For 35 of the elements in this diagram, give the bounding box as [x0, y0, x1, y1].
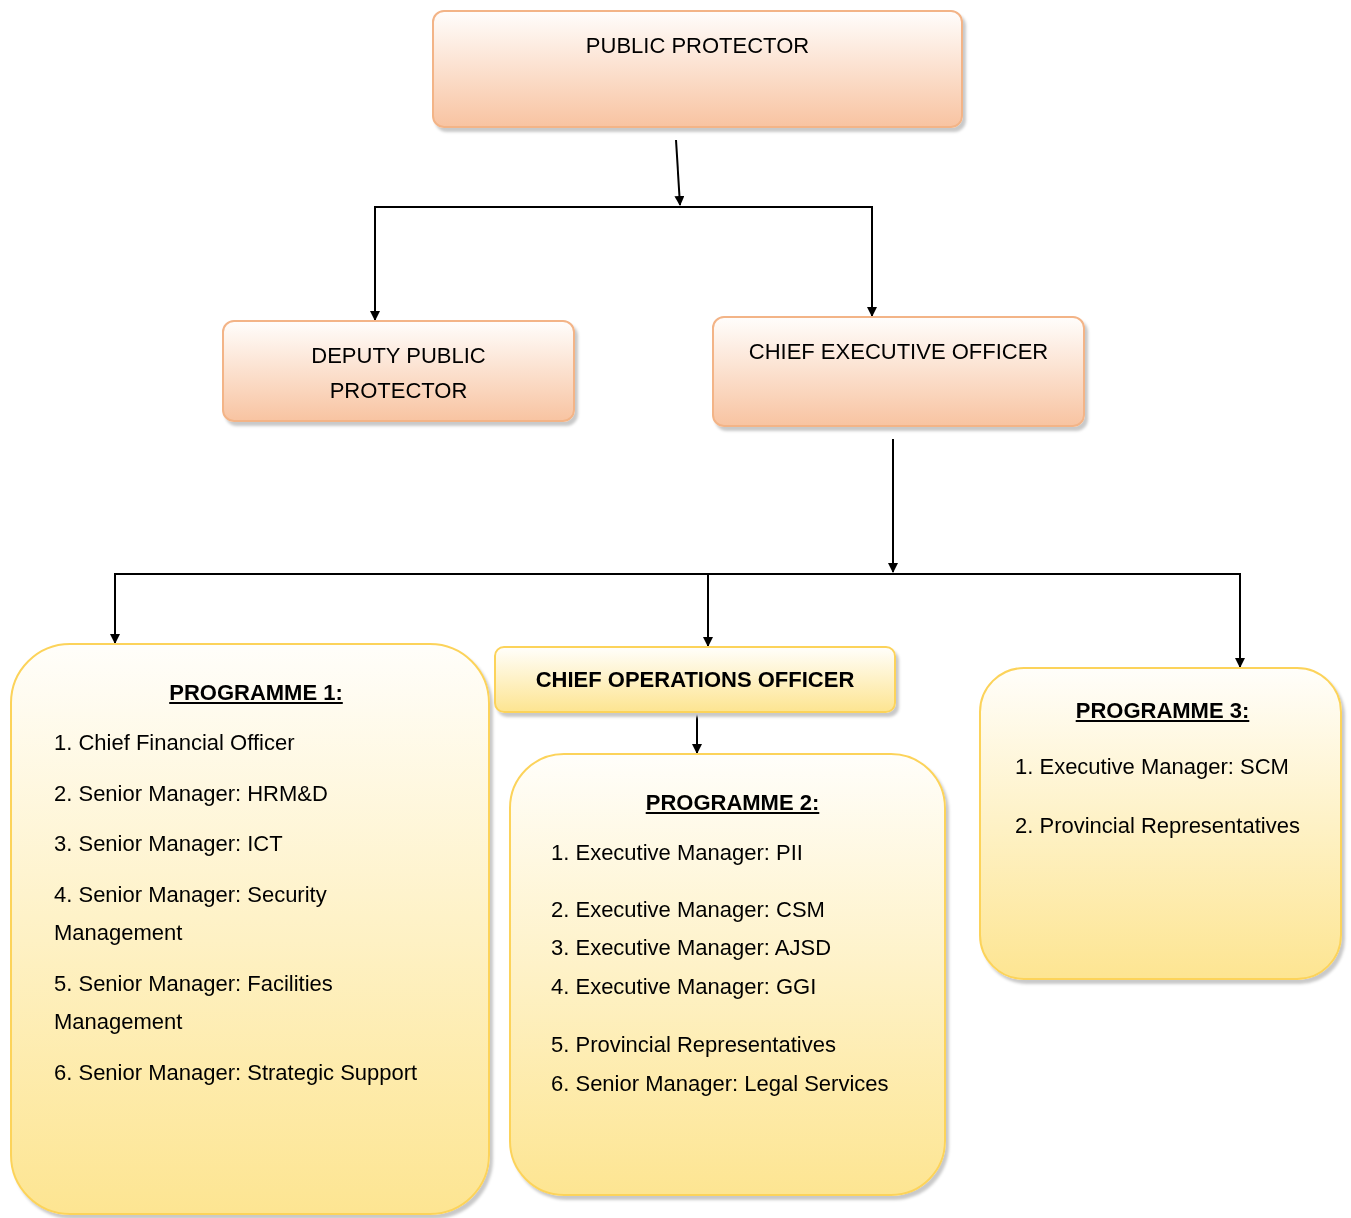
programme-box [10, 643, 490, 1215]
programme-box [509, 753, 946, 1196]
programme-heading: PROGRAMME 2: [644, 789, 821, 817]
list-item: 4. Senior Manager: Security Management [54, 880, 328, 948]
position-box [222, 320, 575, 422]
list-item: 4. Executive Manager: GGI [551, 972, 818, 1001]
title-box [432, 10, 963, 128]
connector-arrow [679, 206, 877, 317]
list-item: 2. Executive Manager: CSM [551, 895, 826, 924]
list-item: 6. Senior Manager: Strategic Support [54, 1058, 419, 1087]
list-item: 1. Executive Manager: SCM [1015, 753, 1290, 782]
connector-arrow [692, 712, 702, 754]
connector-arrow [703, 573, 894, 647]
list-item: 2. Senior Manager: HRM&D [54, 779, 329, 808]
node-label: PUBLIC PROTECTOR [584, 32, 811, 60]
connector-arrow [892, 573, 1245, 668]
list-item: 2. Provincial Representatives [1015, 811, 1301, 840]
programme-heading: PROGRAMME 1: [168, 679, 344, 707]
programme-heading: PROGRAMME 3: [1074, 697, 1251, 725]
node-label: CHIEF OPERATIONS OFFICER [534, 666, 856, 694]
list-item: 5. Provincial Representatives [551, 1031, 837, 1060]
position-box [494, 646, 896, 713]
position-box [712, 316, 1085, 427]
connector-arrow [674, 139, 685, 206]
list-item: 6. Senior Manager: Legal Services [551, 1069, 890, 1098]
node-label: CHIEF EXECUTIVE OFFICER [747, 338, 1050, 366]
list-item: 1. Executive Manager: PII [551, 839, 804, 868]
connector-arrow [888, 438, 898, 573]
list-item: 3. Senior Manager: ICT [54, 830, 284, 859]
programme-box [979, 667, 1342, 980]
list-item: 3. Executive Manager: AJSD [551, 934, 833, 963]
list-item: 1. Chief Financial Officer [54, 729, 296, 758]
list-item: 5. Senior Manager: Facilities Management [54, 969, 334, 1037]
node-label: DEPUTY PUBLIC PROTECTOR [310, 342, 487, 406]
connector-arrow [370, 206, 681, 321]
